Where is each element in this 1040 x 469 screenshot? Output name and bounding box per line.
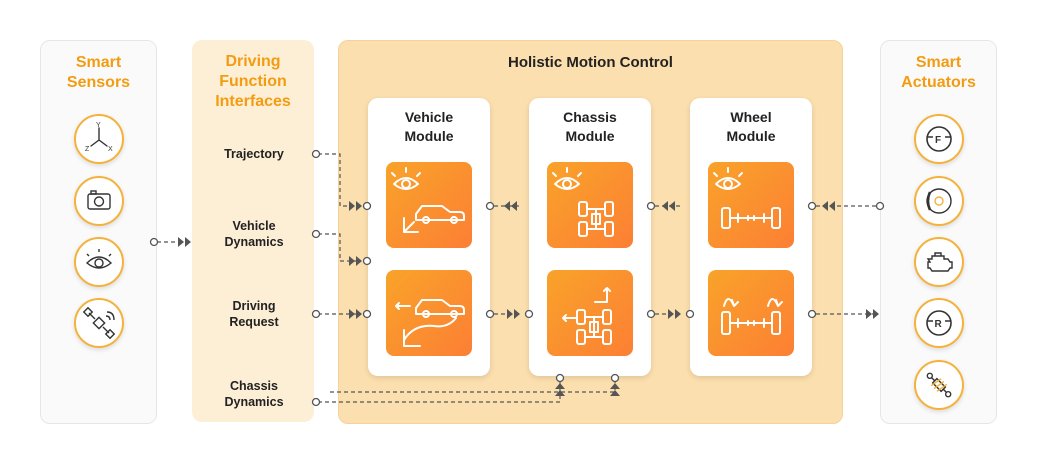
holistic-motion-control-title: Holistic Motion Control	[508, 54, 673, 71]
interface-vehicle-dynamics-line2: Dynamics	[224, 235, 284, 249]
smart-actuators-title-line1: Smart	[915, 54, 962, 71]
interface-vehicle-dynamics: Vehicle Dynamics	[204, 218, 304, 250]
chassis-module-title-line2: Module	[565, 128, 615, 144]
wheel-module-title-line2: Module	[726, 128, 776, 144]
smart-sensors-title-line1: Smart	[75, 54, 122, 71]
wheel-module-title: Wheel Module	[690, 108, 812, 146]
interface-vehicle-dynamics-line1: Vehicle	[232, 219, 276, 233]
brake-disc-icon	[914, 176, 964, 226]
dfi-title-line2: Function	[219, 73, 287, 90]
interface-driving-request-line1: Driving	[232, 299, 276, 313]
interface-trajectory: Trajectory	[204, 146, 304, 162]
svg-text:Y: Y	[96, 122, 101, 129]
shock-absorber-icon	[914, 360, 964, 410]
eye-axle-icon	[708, 162, 794, 248]
satellite-icon	[74, 298, 124, 348]
dfi-title-line3: Interfaces	[215, 93, 291, 110]
smart-sensors-title-line2: Sensors	[66, 74, 131, 91]
vehicle-module-title-line1: Vehicle	[404, 109, 454, 125]
driving-function-interfaces-title: Driving Function Interfaces	[192, 52, 314, 112]
smart-sensors-panel: Smart Sensors	[40, 40, 157, 424]
chassis-arrows-icon	[547, 270, 633, 356]
svg-text:F: F	[935, 135, 941, 146]
wheel-module-title-line1: Wheel	[730, 109, 772, 125]
dfi-title-line1: Driving	[225, 53, 281, 70]
vehicle-module-title-line2: Module	[404, 128, 454, 144]
driving-function-interfaces-panel: Driving Function Interfaces	[192, 40, 314, 422]
chassis-module-title: Chassis Module	[529, 108, 651, 146]
smart-actuators-title: Smart Actuators	[881, 53, 996, 93]
interface-chassis-dynamics: Chassis Dynamics	[204, 378, 304, 410]
car-path-icon	[386, 270, 472, 356]
svg-text:Z: Z	[85, 146, 90, 153]
smart-sensors-title: Smart Sensors	[41, 53, 156, 93]
axes-icon: Y Z X	[74, 114, 124, 164]
engine-icon	[914, 237, 964, 287]
interface-chassis-dynamics-line2: Dynamics	[224, 395, 284, 409]
steering-wheel-front-icon: F	[914, 114, 964, 164]
camera-icon	[74, 176, 124, 226]
wheel-rotation-icon	[708, 270, 794, 356]
chassis-module-title-line1: Chassis	[563, 109, 617, 125]
svg-text:R: R	[935, 319, 943, 330]
svg-text:X: X	[108, 146, 113, 153]
interface-driving-request-line2: Request	[229, 315, 279, 329]
interface-trajectory-line1: Trajectory	[224, 147, 284, 161]
interface-chassis-dynamics-line1: Chassis	[230, 379, 278, 393]
eye-chassis-icon	[547, 162, 633, 248]
eye-car-icon	[386, 162, 472, 248]
vehicle-module-title: Vehicle Module	[368, 108, 490, 146]
interface-driving-request: Driving Request	[204, 298, 304, 330]
steering-wheel-rear-icon: R	[914, 298, 964, 348]
eye-icon	[74, 237, 124, 287]
smart-actuators-title-line2: Actuators	[901, 74, 976, 91]
